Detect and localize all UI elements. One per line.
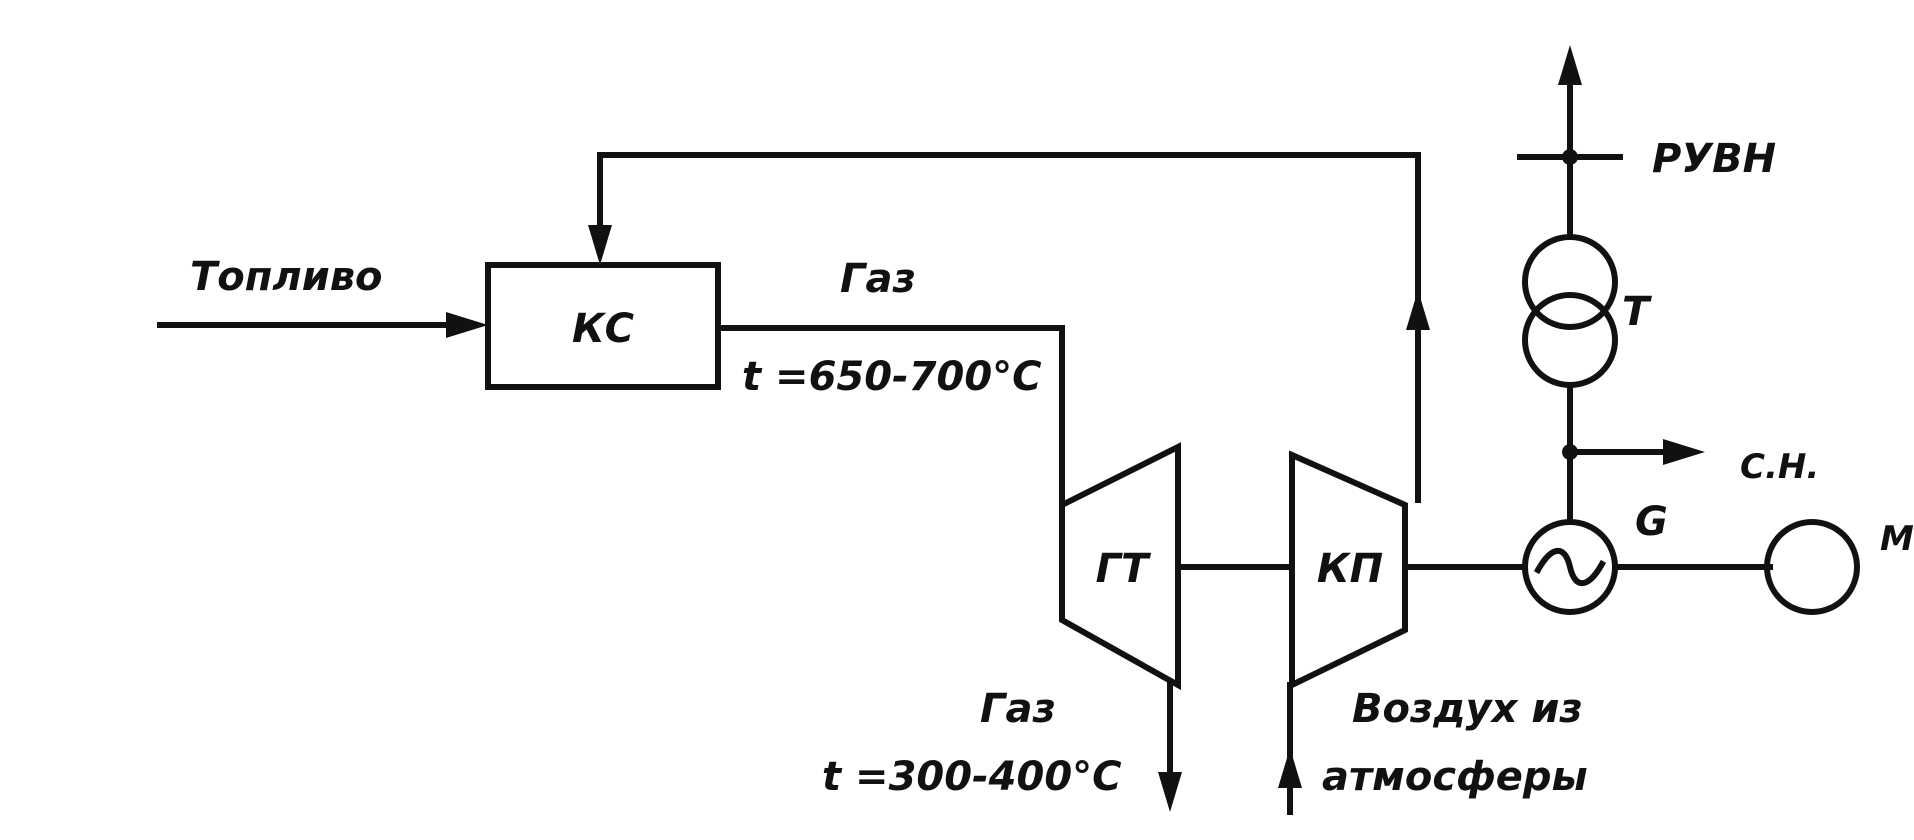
motor-circle	[1764, 519, 1860, 615]
aux-load-line	[1567, 439, 1705, 465]
generator-sine-icon	[1533, 547, 1607, 587]
switchgear-junction-dot	[1562, 149, 1578, 165]
transformer-coil-upper	[1522, 234, 1618, 330]
combustion-chamber-label: КС	[572, 306, 634, 352]
hot-gas-label: Газ	[840, 256, 916, 302]
air-intake-arrow-icon	[1278, 748, 1302, 788]
gas-turbine-shape	[1059, 442, 1181, 691]
aux-load-arrow-icon	[1663, 439, 1705, 465]
compressor-label: КП	[1317, 546, 1383, 592]
air-loop-line	[588, 152, 1430, 503]
switchgear-up-arrow-icon	[1558, 45, 1582, 85]
air-label-line2: атмосферы	[1322, 754, 1588, 800]
switchgear-label: РУВН	[1652, 136, 1776, 182]
exhaust-gas-line	[1158, 682, 1182, 812]
hot-gas-line	[715, 325, 1065, 508]
fuel-line	[157, 312, 488, 338]
compressor-shape	[1289, 450, 1408, 690]
fuel-label: Топливо	[190, 254, 383, 300]
exhaust-arrow-icon	[1158, 772, 1182, 812]
exhaust-temp-label: t =300-400°C	[822, 754, 1122, 800]
transformer-coil-lower	[1522, 292, 1618, 388]
exhaust-gas-label: Газ	[980, 686, 1056, 732]
fuel-arrow-icon	[446, 312, 488, 338]
air-label-line1: Воздух из	[1352, 686, 1583, 732]
motor-label: М	[1880, 519, 1914, 559]
aux-load-label: С.Н.	[1740, 447, 1819, 487]
transformer-label: Т	[1622, 289, 1652, 335]
air-into-chamber-arrow-icon	[588, 225, 612, 265]
hot-gas-temp-label: t =650-700°C	[742, 354, 1042, 400]
gas-turbine-label: ГТ	[1096, 546, 1151, 592]
generator-label: G	[1635, 499, 1668, 545]
air-intake-line	[1278, 682, 1302, 815]
air-up-arrow-icon	[1406, 290, 1430, 330]
